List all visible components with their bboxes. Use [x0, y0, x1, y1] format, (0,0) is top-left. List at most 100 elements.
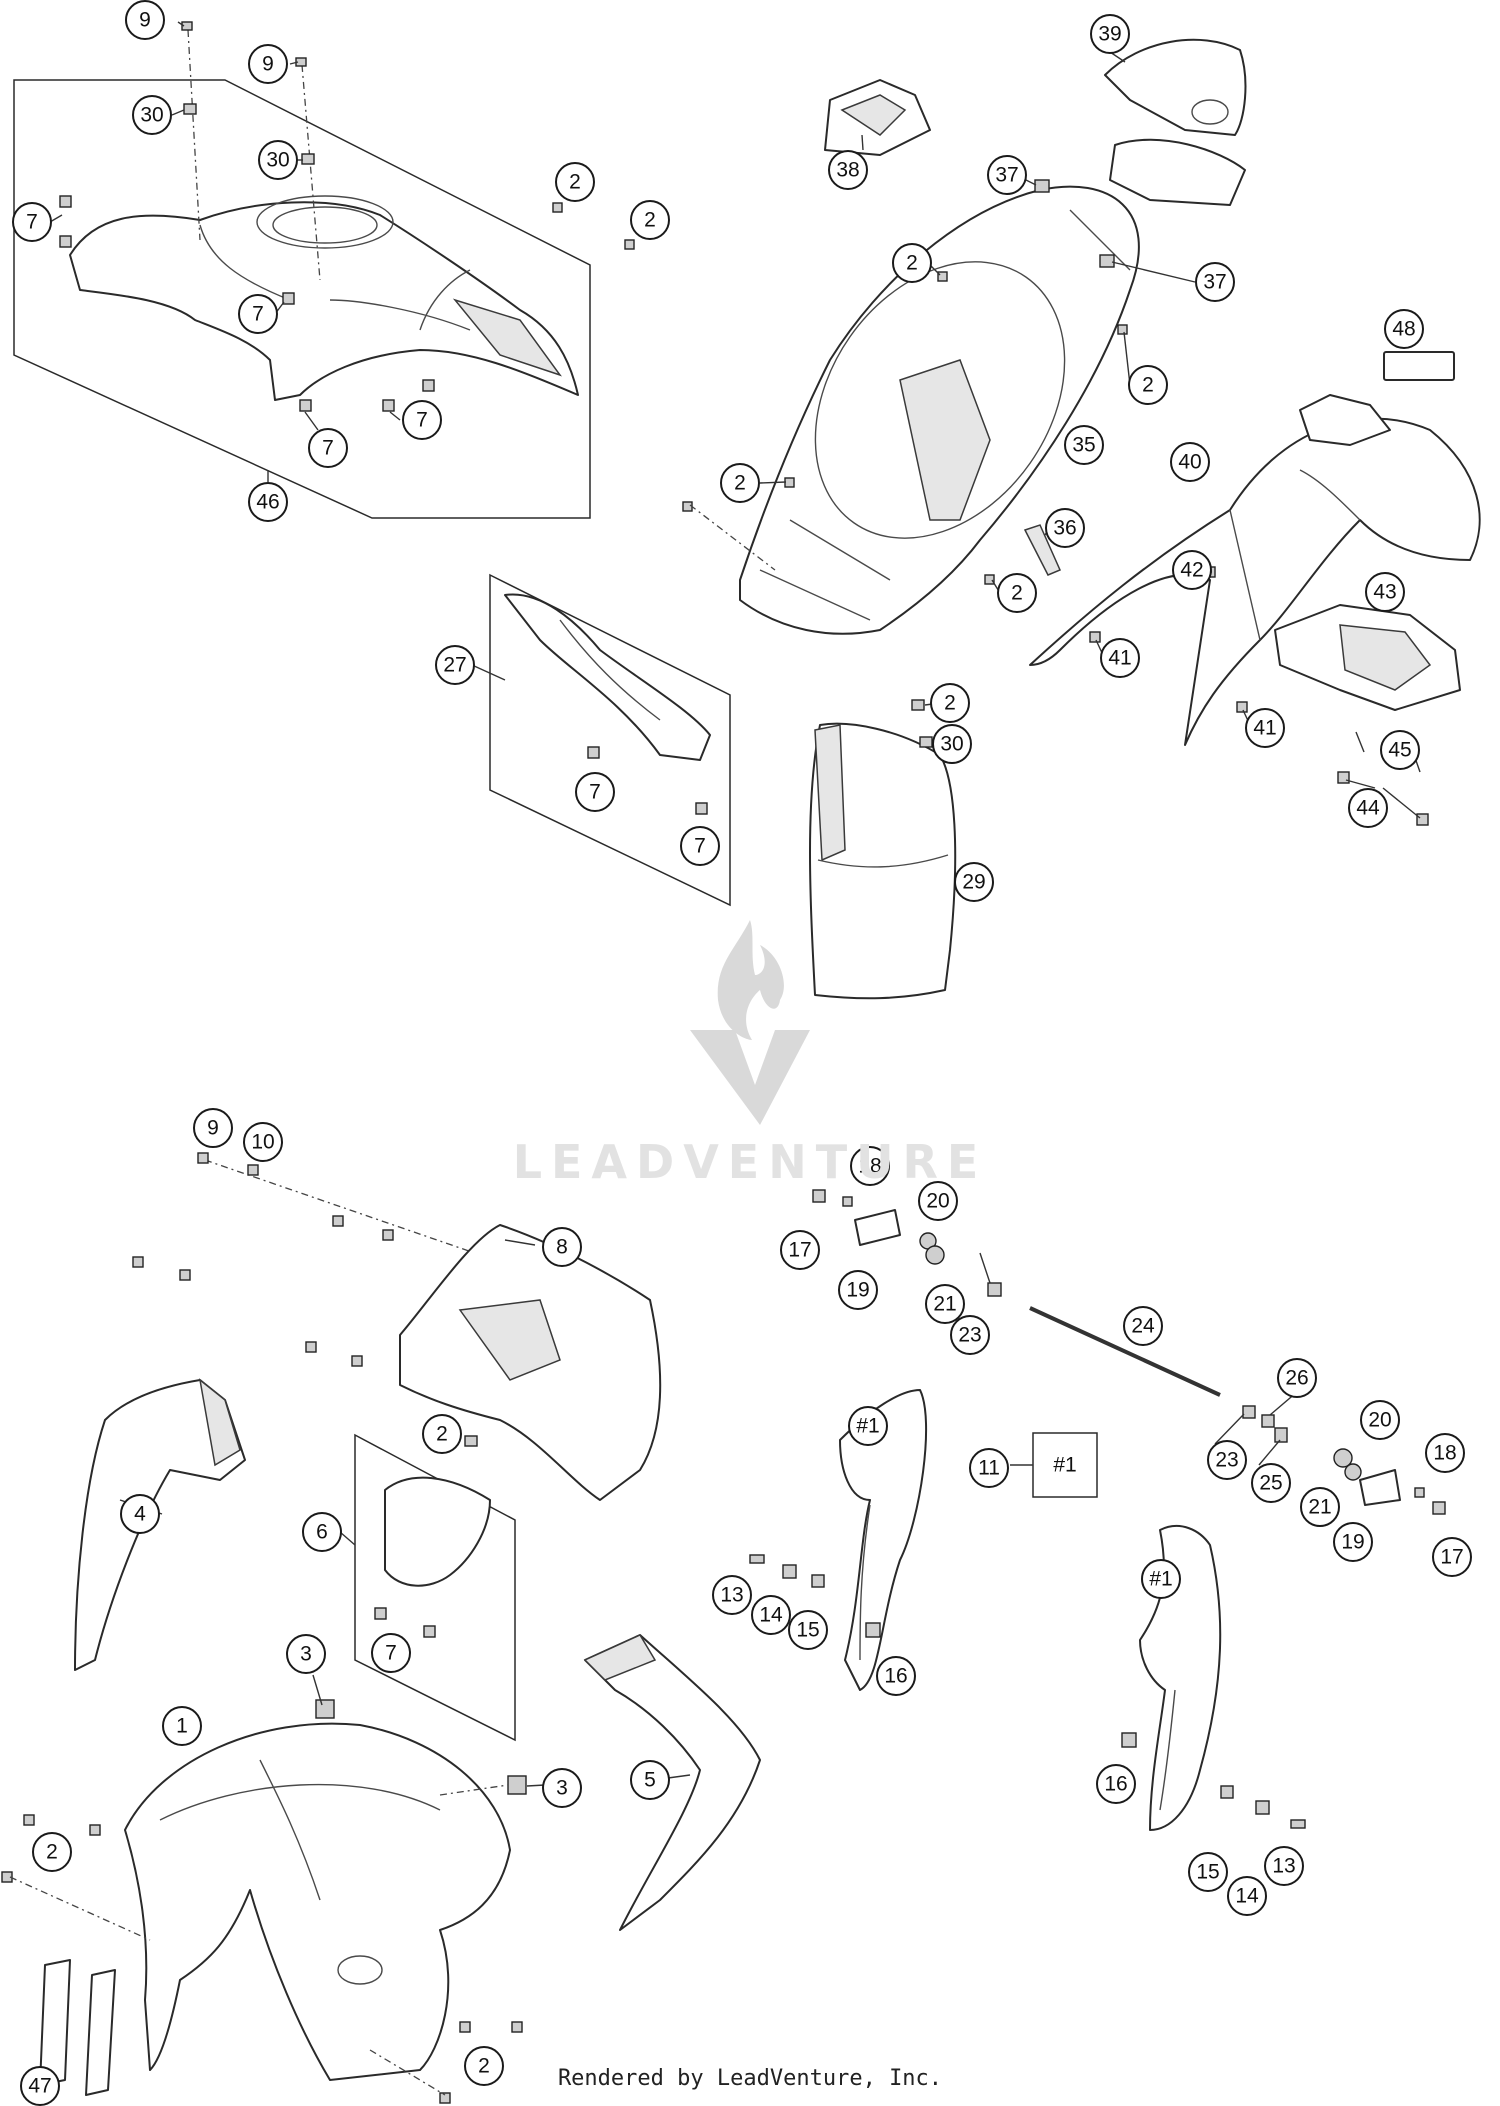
- callout-35: 35: [1064, 425, 1104, 465]
- callout-29-ring: [954, 862, 994, 902]
- clip-7-a1: [59, 195, 72, 208]
- front-fender-1: [124, 1722, 511, 2081]
- side-cover-contour: [559, 619, 661, 721]
- callout-23-a-label: 23: [958, 1324, 981, 1347]
- callout-9-c-label: 9: [207, 1117, 219, 1140]
- callout-45-ring: [1380, 730, 1420, 770]
- callout-h1-box-label: #1: [1053, 1454, 1076, 1477]
- callout-13-b: 13: [1264, 1846, 1304, 1886]
- clip-7-b: [282, 292, 295, 305]
- front-fender-contours: [159, 1759, 441, 1901]
- sleeve-23-a: [987, 1282, 1002, 1297]
- screw-2-g: [911, 699, 925, 711]
- callout-27: 27: [435, 645, 475, 685]
- rear-fender-group: [1029, 351, 1481, 826]
- callout-2-i: 2: [32, 1832, 72, 1872]
- bracket-group: [749, 1189, 1446, 1831]
- callout-h1-b-label: #1: [1149, 1568, 1172, 1591]
- footer-credit: Rendered by LeadVenture, Inc.: [557, 2066, 943, 2091]
- callout-7-a-label: 7: [26, 211, 38, 234]
- callout-20-a-ring: [918, 1181, 958, 1221]
- screw-9-c: [197, 1152, 209, 1164]
- callout-18-b-ring: [1425, 1433, 1465, 1473]
- callout-44-ring: [1348, 788, 1388, 828]
- grommet-30-c: [919, 736, 933, 748]
- callout-7-g-label: 7: [385, 1642, 397, 1665]
- callout-7-a-ring: [12, 202, 52, 242]
- callout-2-e: 2: [720, 463, 760, 503]
- mount-19-b: [1359, 1469, 1401, 1506]
- callout-h1-a: #1: [848, 1406, 888, 1446]
- callout-7-c: 7: [308, 428, 348, 468]
- filler-opening: [256, 195, 394, 249]
- watermark-text: LEADVENTURE: [512, 1135, 988, 1189]
- cover-39-hole: [1191, 99, 1229, 125]
- callout-19-a-ring: [838, 1270, 878, 1310]
- callout-39-ring: [1090, 14, 1130, 54]
- washer-10-b: [332, 1215, 344, 1227]
- lead-44b: [1382, 787, 1421, 819]
- bolt-13-b: [1290, 1819, 1306, 1829]
- callout-2-h: 2: [422, 1414, 462, 1454]
- callout-3-b-label: 3: [556, 1777, 568, 1800]
- callout-h1-a-ring: [848, 1406, 888, 1446]
- reflector-48: [1383, 351, 1455, 381]
- tank-cover-46: [69, 201, 579, 401]
- nut-37-a: [1034, 179, 1050, 193]
- callout-5-ring: [630, 1760, 670, 1800]
- callout-17-a-label: 17: [788, 1239, 811, 1262]
- callout-9-b: 9: [248, 44, 288, 84]
- side-panel-5-grille: [583, 1634, 657, 1681]
- callout-47-ring: [20, 2066, 60, 2106]
- callout-37-b-label: 37: [1203, 271, 1226, 294]
- callout-7-g: 7: [371, 1633, 411, 1673]
- axis-2-j: [369, 2049, 446, 2096]
- callout-15-a-ring: [788, 1610, 828, 1650]
- callout-45-label: 45: [1388, 739, 1411, 762]
- washer-15-b: [1220, 1785, 1234, 1799]
- callout-23-a-ring: [950, 1315, 990, 1355]
- callout-20-b-label: 20: [1368, 1409, 1391, 1432]
- callout-30-a-label: 30: [140, 104, 163, 127]
- callout-13-b-label: 13: [1272, 1855, 1295, 1878]
- airbox-inner: [899, 359, 991, 521]
- lead-6: [339, 1531, 356, 1546]
- callout-7-f: 7: [680, 826, 720, 866]
- callout-25: 25: [1251, 1463, 1291, 1503]
- lead-23a: [979, 1252, 991, 1284]
- callout-26-label: 26: [1285, 1367, 1308, 1390]
- callout-2-f-ring: [997, 573, 1037, 613]
- callout-43-label: 43: [1373, 581, 1396, 604]
- callout-25-label: 25: [1259, 1472, 1282, 1495]
- callout-43: 43: [1365, 572, 1405, 612]
- callout-1-label: 1: [176, 1715, 188, 1738]
- lead-9a: [177, 21, 185, 27]
- filler-opening-inner: [272, 206, 378, 244]
- callout-2-g-ring: [930, 683, 970, 723]
- washer-15-a: [811, 1574, 825, 1588]
- lead-25: [1258, 1439, 1281, 1466]
- reflector-47-b: [85, 1969, 116, 2096]
- bracket-h1-a-slot: [859, 1504, 871, 1661]
- callout-21-a: 21: [925, 1284, 965, 1324]
- screw-44-a: [1337, 771, 1350, 784]
- callout-14-a-ring: [751, 1595, 791, 1635]
- callout-2-g-label: 2: [944, 692, 956, 715]
- nut-37-b: [1099, 254, 1115, 268]
- callout-16-a-ring: [876, 1656, 916, 1696]
- callout-2-e-label: 2: [734, 472, 746, 495]
- callout-23-b: 23: [1207, 1440, 1247, 1480]
- callout-19-a: 19: [838, 1270, 878, 1310]
- seat-lock-bracket: [1109, 138, 1246, 206]
- screw-2-e2: [682, 501, 693, 512]
- callout-2-d-label: 2: [1142, 374, 1154, 397]
- callout-2-d: 2: [1128, 365, 1168, 405]
- callout-7-d-ring: [402, 400, 442, 440]
- callout-7-a: 7: [12, 202, 52, 242]
- rear-fender-40: [1029, 417, 1481, 746]
- callout-16-b: 16: [1096, 1764, 1136, 1804]
- callout-46-ring: [248, 482, 288, 522]
- screw-2-c: [937, 271, 948, 282]
- axis-2-i: [9, 1876, 151, 1941]
- callout-15-a-label: 15: [796, 1619, 819, 1642]
